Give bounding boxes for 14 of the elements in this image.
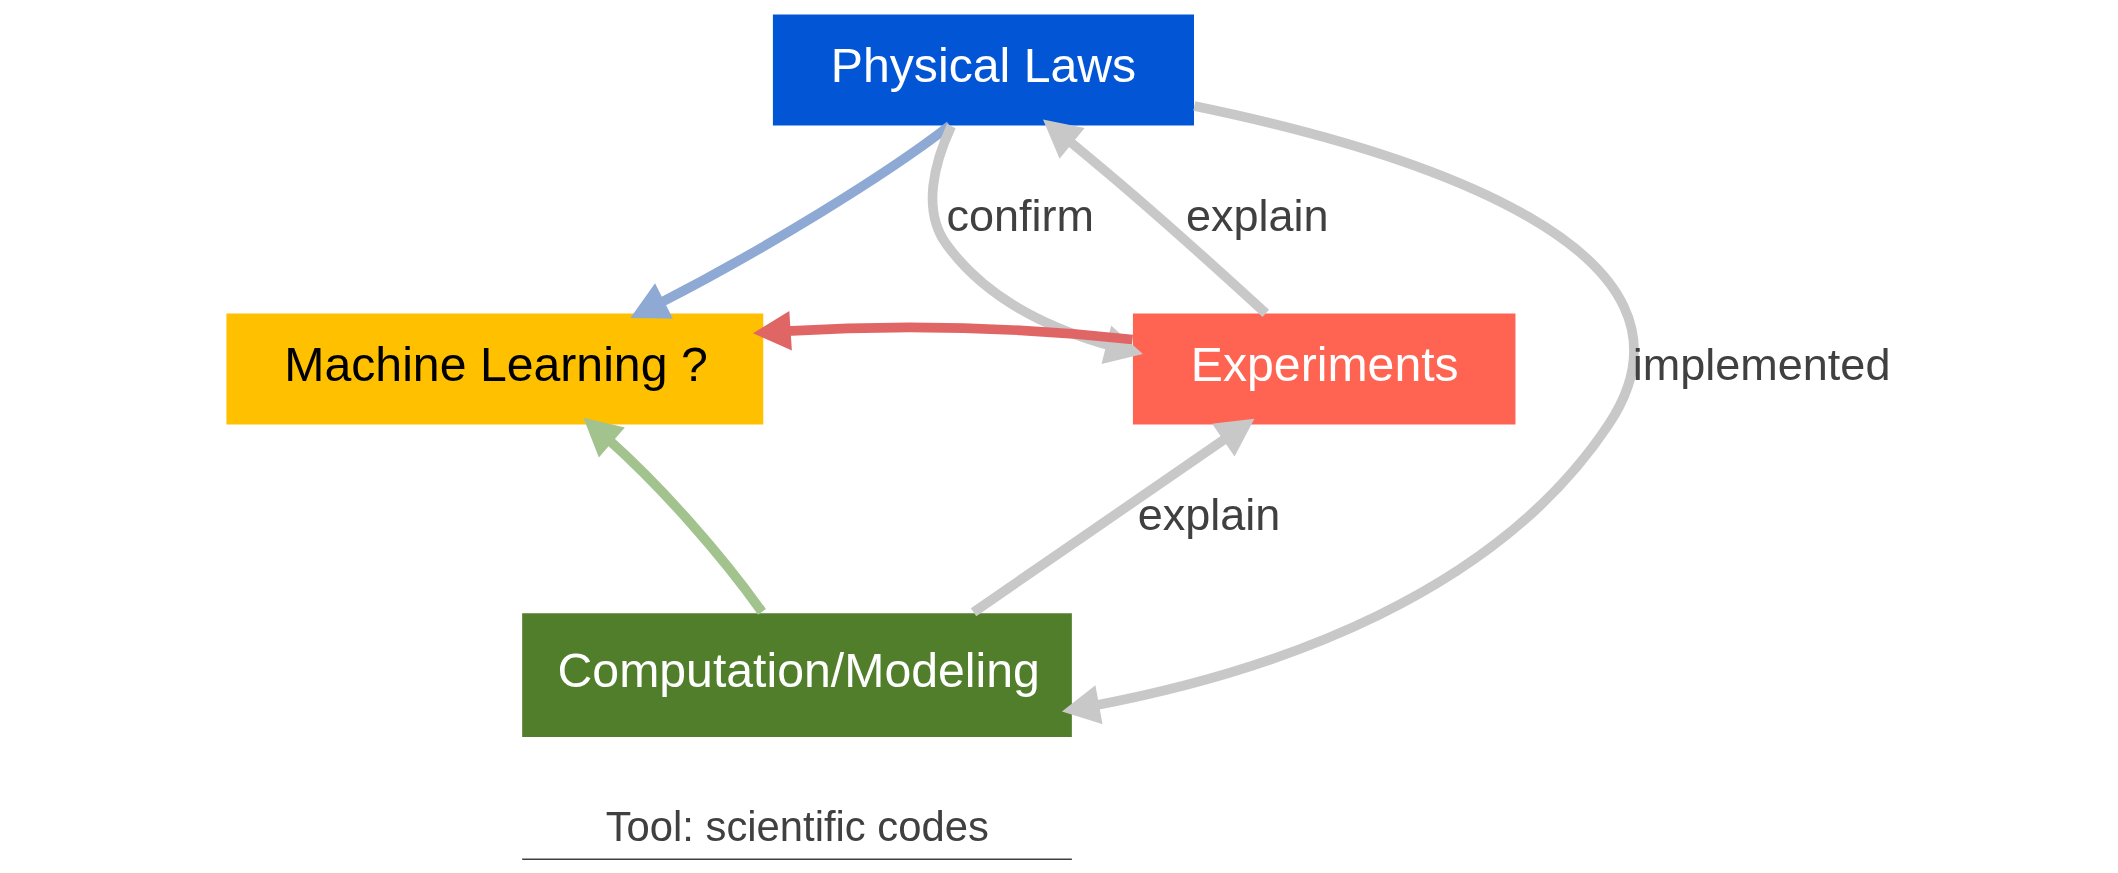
arrow — [927, 124, 1143, 364]
node-box: Experiments — [1132, 313, 1516, 425]
edge-label: implemented — [1632, 339, 1891, 391]
arrow — [583, 417, 766, 615]
arrow — [752, 311, 1133, 351]
arrow — [1042, 119, 1270, 317]
arrow — [970, 418, 1255, 617]
node-box: Physical Laws — [772, 14, 1194, 126]
arrow — [1061, 101, 1639, 725]
edge-label: explain — [1185, 189, 1329, 241]
node-label: Tool: scientific codes — [605, 803, 989, 851]
edge-label: explain — [1137, 488, 1281, 540]
node-box: Machine Learning ? — [226, 313, 764, 425]
edge-label: confirm — [946, 189, 1095, 241]
